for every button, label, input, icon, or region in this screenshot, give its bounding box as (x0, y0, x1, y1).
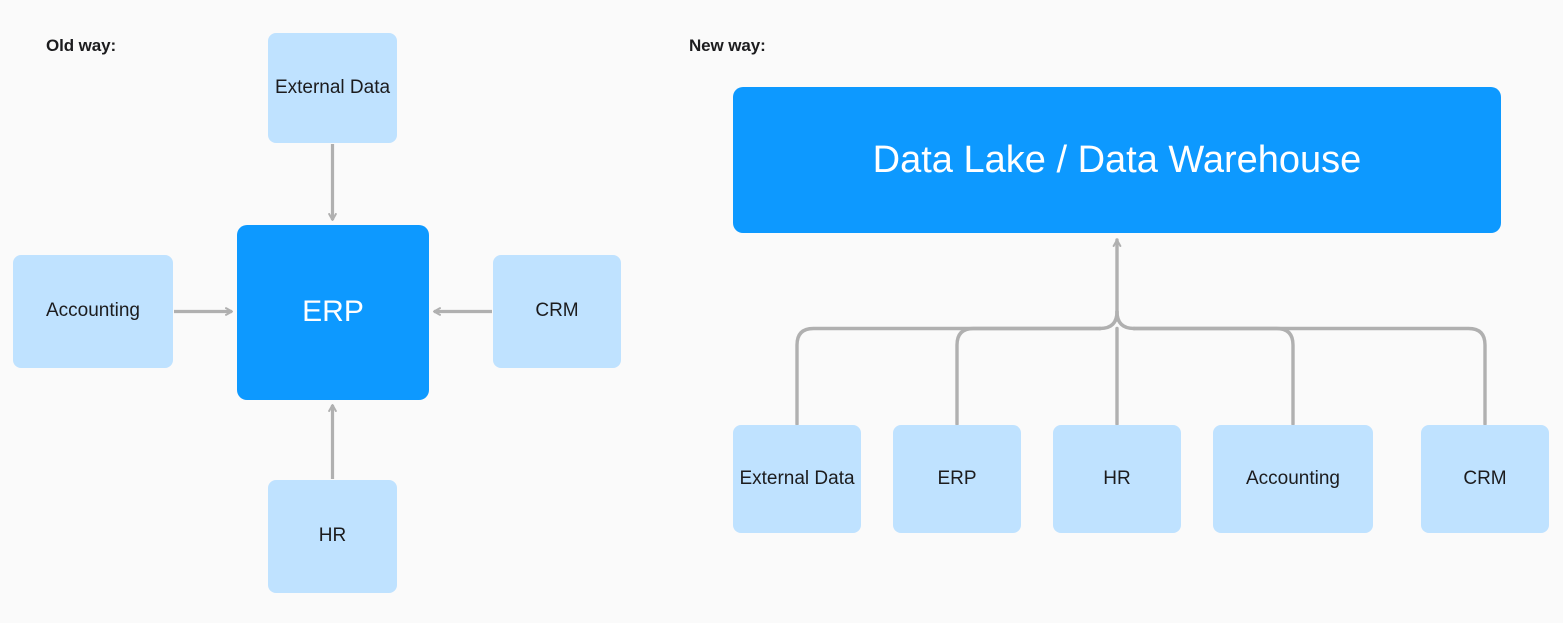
old-node-external-data[interactable]: External Data (268, 33, 397, 143)
old-node-accounting[interactable]: Accounting (13, 255, 173, 368)
new-node-data-lake-warehouse[interactable]: Data Lake / Data Warehouse (733, 87, 1501, 233)
old-node-crm[interactable]: CRM (493, 255, 621, 368)
new-node-erp[interactable]: ERP (893, 425, 1021, 533)
edge-new-accounting-to-lake (1132, 326, 1295, 426)
edge-new-external-data-to-lake (795, 326, 1102, 426)
edge-bus-merge-left (1098, 309, 1119, 331)
new-node-external-data[interactable]: External Data (733, 425, 861, 533)
old-node-hr[interactable]: HR (268, 480, 397, 593)
edge-bus-merge-right (1115, 309, 1136, 331)
edge-new-erp-to-lake (955, 326, 1102, 426)
new-node-accounting[interactable]: Accounting (1213, 425, 1373, 533)
old-node-erp-hub[interactable]: ERP (237, 225, 429, 400)
new-node-hr[interactable]: HR (1053, 425, 1181, 533)
new-node-crm[interactable]: CRM (1421, 425, 1549, 533)
new-way-section-label: New way: (689, 36, 766, 55)
edge-new-crm-to-lake (1132, 326, 1487, 426)
old-way-section-label: Old way: (46, 36, 117, 55)
